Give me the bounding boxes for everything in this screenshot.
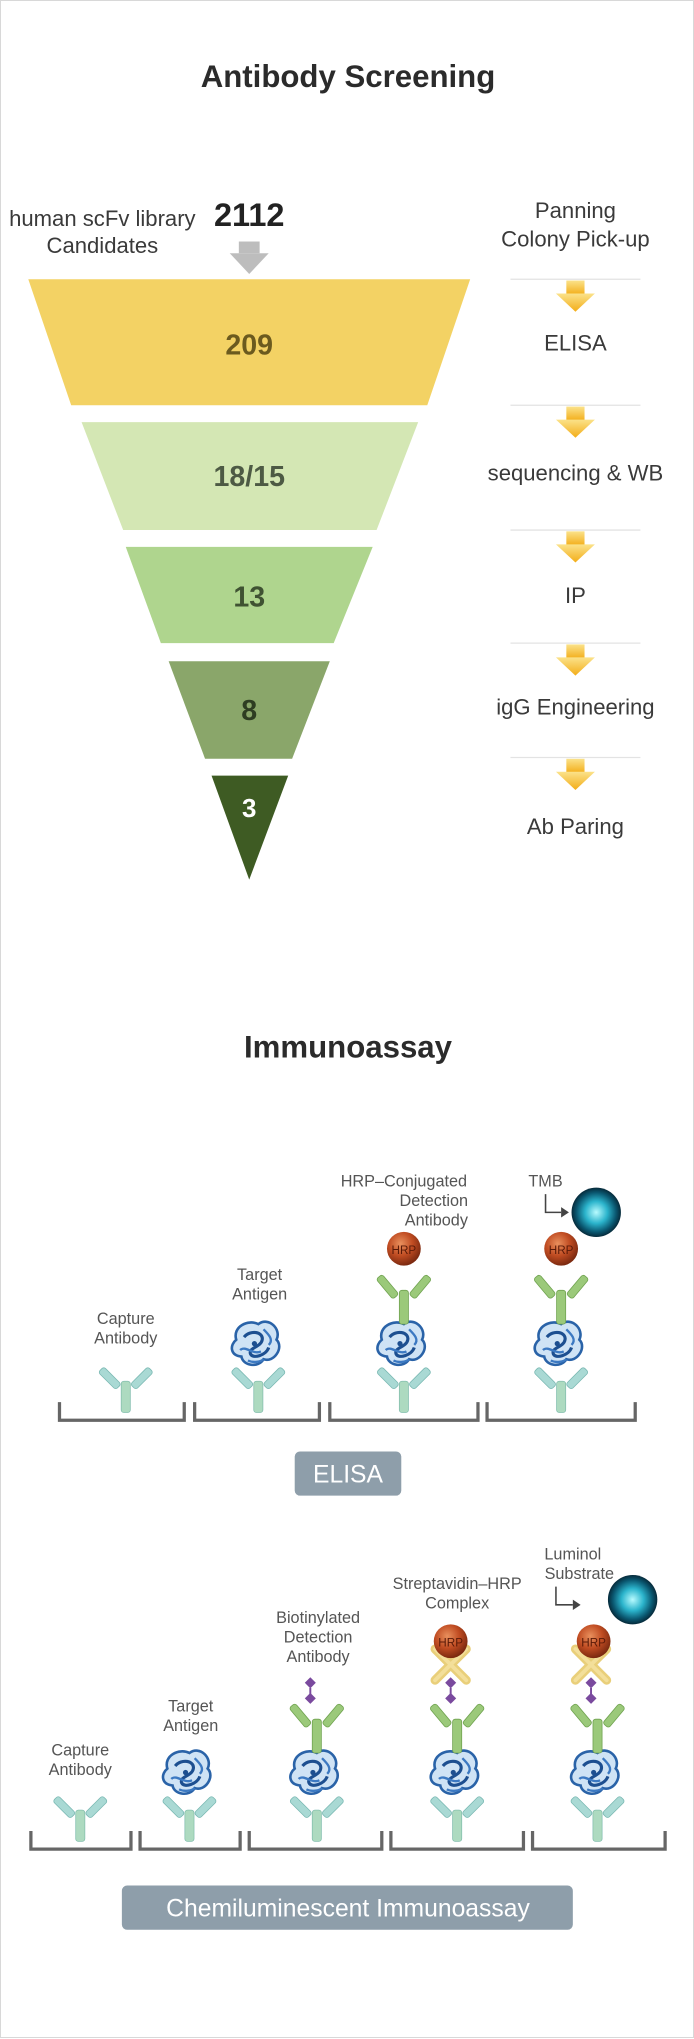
step-elisa: ELISA xyxy=(544,331,607,356)
step-ip: IP xyxy=(565,583,586,608)
hrp-label: HRP xyxy=(581,1636,606,1649)
chemi-capture-label: Capture xyxy=(51,1742,109,1760)
step-igg-engineering: igG Engineering xyxy=(496,695,654,720)
elisa-hrp-detect-label: Antibody xyxy=(405,1211,469,1229)
funnel-stage-3 xyxy=(125,546,373,644)
step-sequencing-wb: sequencing & WB xyxy=(488,461,664,486)
luminol-glow-icon xyxy=(607,1574,658,1625)
screening-title: Antibody Screening xyxy=(201,59,496,94)
chemi-biotin-label: Antibody xyxy=(287,1648,351,1666)
detection-antibody-icon xyxy=(569,1702,626,1754)
chemi-biotin-label: Detection xyxy=(284,1629,353,1647)
well-tray xyxy=(29,1830,133,1851)
step-colony-pickup: Colony Pick-up xyxy=(501,227,649,252)
chemi-capture-label: Antibody xyxy=(49,1761,113,1779)
detection-antibody-icon xyxy=(288,1702,345,1754)
hrp-label: HRP xyxy=(392,1244,417,1257)
capture-antibody-icon xyxy=(52,1794,109,1843)
well-tray xyxy=(138,1830,242,1851)
well-tray xyxy=(57,1402,186,1422)
elisa-diagram: Capture Antibody Target Antigen HRP–Conj… xyxy=(57,1172,637,1422)
detection-antibody-icon xyxy=(532,1273,590,1325)
funnel-stage-2 xyxy=(81,422,419,531)
capture-antibody-icon xyxy=(230,1366,287,1414)
funnel-stage-1 xyxy=(28,279,471,406)
capture-antibody-icon xyxy=(288,1794,346,1843)
antigen-icon xyxy=(569,1749,621,1796)
funnel-value-1: 209 xyxy=(225,330,273,362)
funnel-value-2: 18/15 xyxy=(213,461,285,493)
capture-antibody-icon xyxy=(569,1794,626,1843)
capture-antibody-icon xyxy=(428,1794,486,1843)
chemi-strep-label: Streptavidin–HRP xyxy=(393,1575,522,1593)
chemi-luminol-label: Substrate xyxy=(545,1565,614,1583)
antigen-icon xyxy=(375,1320,427,1367)
chemi-target-label: Target xyxy=(168,1697,214,1715)
immunoassay-title: Immunoassay xyxy=(244,1030,453,1065)
step-arrow-icon xyxy=(555,758,595,790)
funnel-value-5: 3 xyxy=(242,793,256,823)
elisa-hrp-detect-label: Detection xyxy=(399,1192,468,1210)
capture-antibody-icon xyxy=(375,1366,433,1414)
antigen-icon xyxy=(533,1320,584,1367)
capture-antibody-icon xyxy=(161,1794,218,1843)
biotin-icon xyxy=(584,1676,598,1705)
well-tray xyxy=(530,1830,667,1851)
library-count: 2112 xyxy=(214,197,284,233)
elisa-target-label: Antigen xyxy=(232,1285,287,1303)
tmb-pointer-icon xyxy=(544,1194,562,1214)
funnel-stage-5 xyxy=(211,775,289,880)
antigen-icon xyxy=(288,1749,340,1796)
chemi-button[interactable]: Chemiluminescent Immunoassay xyxy=(121,1885,573,1930)
elisa-hrp-detect-label: HRP–Conjugated xyxy=(341,1172,467,1190)
detection-antibody-icon xyxy=(429,1702,486,1754)
hrp-label: HRP xyxy=(549,1244,574,1257)
chemi-strep-label: Complex xyxy=(425,1595,489,1613)
capture-antibody-icon xyxy=(532,1366,590,1414)
elisa-button-label: ELISA xyxy=(313,1462,384,1489)
well-tray xyxy=(328,1402,480,1422)
library-label-line1: human scFv library xyxy=(9,206,195,231)
elisa-capture-label: Antibody xyxy=(94,1330,158,1348)
well-tray xyxy=(485,1402,637,1422)
tmb-glow-icon xyxy=(571,1187,621,1238)
library-label-line2: Candidates xyxy=(47,233,159,258)
antigen-icon xyxy=(429,1749,480,1796)
biotin-icon xyxy=(303,1676,317,1705)
well-tray xyxy=(389,1830,526,1851)
elisa-target-label: Target xyxy=(237,1266,283,1284)
step-arrow-icon xyxy=(555,406,595,438)
capture-antibody-icon xyxy=(97,1366,154,1414)
screening-steps: Panning Colony Pick-up ELISA sequencing … xyxy=(488,198,664,839)
well-tray xyxy=(247,1830,384,1851)
chemi-luminol-label: Luminol xyxy=(544,1545,601,1563)
step-ab-paring: Ab Paring xyxy=(527,814,624,839)
step-arrow-icon xyxy=(555,531,595,563)
chemi-button-label: Chemiluminescent Immunoassay xyxy=(166,1896,530,1923)
biotin-icon xyxy=(444,1676,458,1705)
elisa-button[interactable]: ELISA xyxy=(294,1451,402,1496)
down-arrow-icon xyxy=(229,241,269,275)
hrp-label: HRP xyxy=(438,1636,463,1649)
funnel-stage-4 xyxy=(168,661,330,759)
step-panning: Panning xyxy=(535,198,616,223)
chemi-diagram: Capture Antibody Target Antigen Biotinyl… xyxy=(29,1545,667,1851)
detection-antibody-icon xyxy=(375,1273,433,1325)
well-tray xyxy=(193,1402,322,1422)
antigen-icon xyxy=(161,1749,212,1796)
luminol-pointer-icon xyxy=(555,1586,573,1606)
funnel-value-4: 8 xyxy=(241,695,257,727)
chemi-biotin-label: Biotinylated xyxy=(276,1609,360,1627)
elisa-tmb-label: TMB xyxy=(528,1172,562,1190)
funnel-value-3: 13 xyxy=(233,582,265,614)
step-arrow-icon xyxy=(555,644,595,676)
antigen-icon xyxy=(230,1320,281,1367)
step-arrow-icon xyxy=(555,280,595,312)
chemi-target-label: Antigen xyxy=(163,1717,218,1735)
screening-funnel xyxy=(28,279,471,880)
elisa-capture-label: Capture xyxy=(97,1310,155,1328)
